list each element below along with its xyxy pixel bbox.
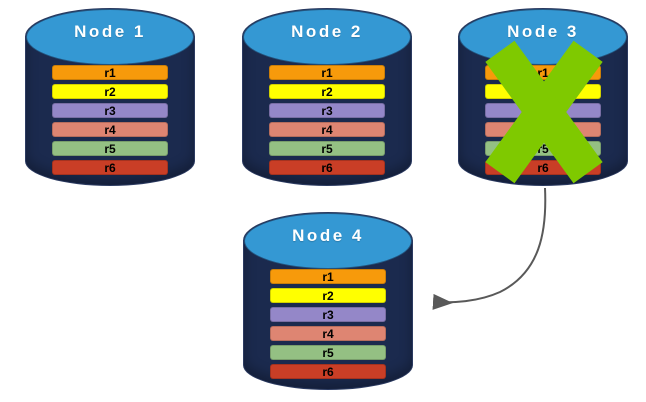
node-4-rows: r1 r2 r3 r4 r5 r6 xyxy=(243,269,413,379)
row-r4[interactable]: r4 xyxy=(52,122,168,137)
node-2-rows: r1 r2 r3 r4 r5 r6 xyxy=(242,65,412,175)
node-2[interactable]: Node 2 r1 r2 r3 r4 r5 r6 xyxy=(242,8,412,186)
node-4[interactable]: Node 4 r1 r2 r3 r4 r5 r6 xyxy=(243,212,413,390)
node-3-rows: r1 r2 r3 r4 r5 r6 xyxy=(458,65,628,175)
row-r2[interactable]: r2 xyxy=(269,84,385,99)
row-r2[interactable]: r2 xyxy=(485,84,601,99)
node-2-cylinder-top xyxy=(243,9,411,65)
node-1[interactable]: Node 1 r1 r2 r3 r4 r5 r6 xyxy=(25,8,195,186)
node-4-cylinder-top xyxy=(244,213,412,269)
node-3[interactable]: Node 3 r1 r2 r3 r4 r5 r6 xyxy=(458,8,628,186)
row-r6[interactable]: r6 xyxy=(485,160,601,175)
row-r3[interactable]: r3 xyxy=(269,103,385,118)
row-r4[interactable]: r4 xyxy=(485,122,601,137)
row-r6[interactable]: r6 xyxy=(269,160,385,175)
row-r4[interactable]: r4 xyxy=(269,122,385,137)
row-r5[interactable]: r5 xyxy=(269,141,385,156)
row-r2[interactable]: r2 xyxy=(270,288,386,303)
row-r1[interactable]: r1 xyxy=(485,65,601,80)
row-r3[interactable]: r3 xyxy=(485,103,601,118)
row-r4[interactable]: r4 xyxy=(270,326,386,341)
row-r1[interactable]: r1 xyxy=(52,65,168,80)
row-r3[interactable]: r3 xyxy=(270,307,386,322)
row-r1[interactable]: r1 xyxy=(270,269,386,284)
row-r6[interactable]: r6 xyxy=(270,364,386,379)
row-r3[interactable]: r3 xyxy=(52,103,168,118)
failover-arrow-path xyxy=(432,187,547,310)
row-r5[interactable]: r5 xyxy=(485,141,601,156)
row-r5[interactable]: r5 xyxy=(52,141,168,156)
node-3-cylinder-top xyxy=(459,9,627,65)
node-1-cylinder-top xyxy=(26,9,194,65)
row-r1[interactable]: r1 xyxy=(269,65,385,80)
node-1-rows: r1 r2 r3 r4 r5 r6 xyxy=(25,65,195,175)
row-r2[interactable]: r2 xyxy=(52,84,168,99)
row-r6[interactable]: r6 xyxy=(52,160,168,175)
row-r5[interactable]: r5 xyxy=(270,345,386,360)
